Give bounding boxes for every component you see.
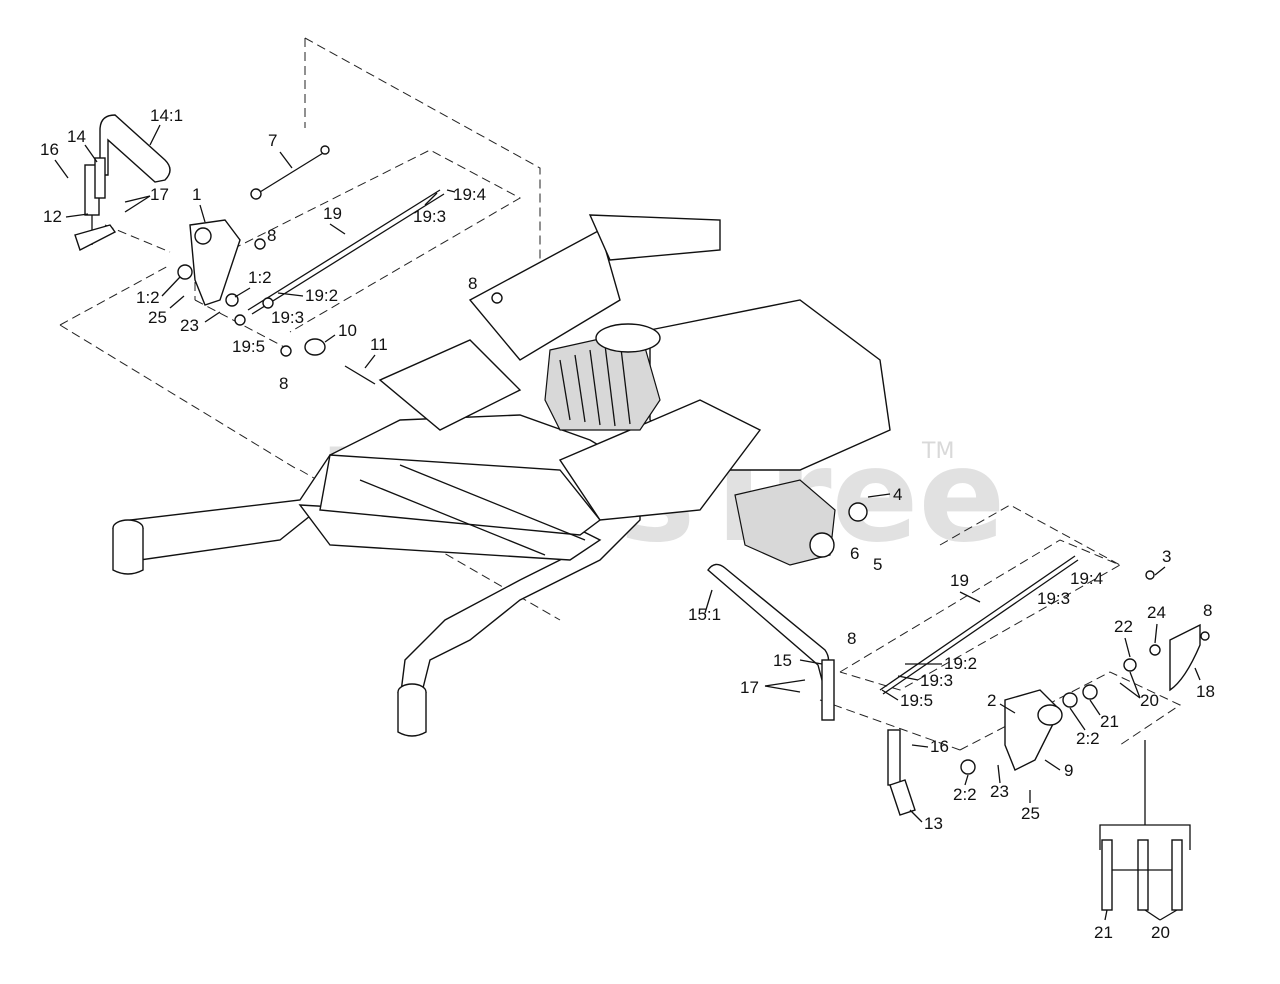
callout-label: 19:4	[1070, 569, 1103, 588]
callout-label: 8	[468, 274, 477, 293]
callout-label: 10	[338, 321, 357, 340]
callout-label: 15	[773, 651, 792, 670]
callout-label: 4	[893, 485, 902, 504]
callout-label: 19:5	[900, 691, 933, 710]
callout-label: 19	[950, 571, 969, 590]
callout-label: 16	[930, 737, 949, 756]
callout-label: 24	[1147, 603, 1166, 622]
callout-label: 19:4	[453, 185, 486, 204]
detail-washers	[1099, 740, 1191, 911]
callout-label: 19:3	[1037, 589, 1070, 608]
callout-label: 8	[279, 374, 288, 393]
callout-label: 19:3	[920, 671, 953, 690]
callout-label: 12	[43, 207, 62, 226]
callout-label: 19:3	[271, 308, 304, 327]
callout-label: 9	[1064, 761, 1073, 780]
callout-label: 2	[987, 691, 996, 710]
callout-label: 20	[1151, 923, 1170, 942]
callout-label: 2:2	[1076, 729, 1100, 748]
callout-label: 2:2	[953, 785, 977, 804]
callout-label: 21	[1100, 712, 1119, 731]
callout-label: 1:2	[248, 268, 272, 287]
callout-label: 17	[150, 185, 169, 204]
callout-label: 25	[148, 308, 167, 327]
callout-labels: 14:1 14 16 7 19:4 19:3 17 1 12 19 8 1:2 …	[40, 106, 1215, 942]
engine	[544, 323, 661, 431]
callout-label: 23	[990, 782, 1009, 801]
callout-label: 3	[1162, 547, 1171, 566]
callout-label: 8	[847, 629, 856, 648]
right-control-parts	[707, 502, 1210, 816]
callout-label: 13	[924, 814, 943, 833]
callout-label: 17	[740, 678, 759, 697]
callout-label: 23	[180, 316, 199, 335]
callout-label: 19	[323, 204, 342, 223]
callout-label: 19:3	[413, 207, 446, 226]
callout-label: 14:1	[150, 106, 183, 125]
callout-label: 15:1	[688, 605, 721, 624]
callout-label: 6	[850, 544, 859, 563]
callout-label: 8	[1203, 601, 1212, 620]
callout-label: 14	[67, 127, 86, 146]
callout-label: 16	[40, 140, 59, 159]
left-control-parts	[74, 114, 503, 385]
callout-label: 11	[370, 335, 388, 354]
callout-label: 20	[1140, 691, 1159, 710]
callout-label: 22	[1114, 617, 1133, 636]
callout-label: 18	[1196, 682, 1215, 701]
callout-label: 8	[267, 226, 276, 245]
callout-label: 5	[873, 555, 882, 574]
callout-label: 7	[268, 131, 277, 150]
callout-label: 19:2	[305, 286, 338, 305]
callout-label: 25	[1021, 804, 1040, 823]
callout-label: 1:2	[136, 288, 160, 307]
callout-label: 19:2	[944, 654, 977, 673]
watermark-trademark: TM	[921, 439, 954, 464]
main-frame	[112, 214, 891, 737]
callout-label: 19:5	[232, 337, 265, 356]
callout-label: 1	[192, 185, 201, 204]
transmission	[734, 479, 836, 566]
callout-label: 21	[1094, 923, 1113, 942]
